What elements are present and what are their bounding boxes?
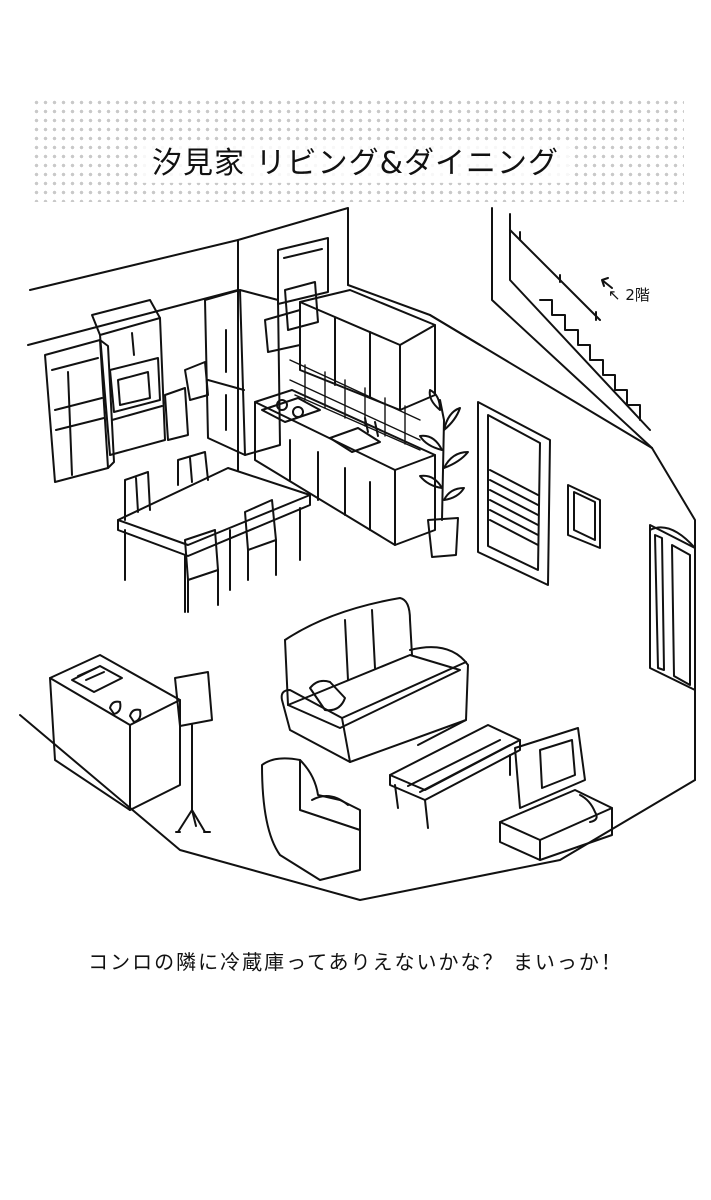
back-door [278, 238, 328, 304]
kitchen-island [50, 655, 180, 810]
china-cabinet [45, 300, 165, 482]
potted-plant [420, 390, 468, 557]
armchair [262, 758, 360, 880]
floor-lamp [175, 672, 212, 832]
staircase [492, 208, 652, 448]
backsplash-tiles [290, 360, 420, 450]
wall-picture [568, 485, 600, 548]
room-door [478, 402, 550, 585]
floor-label: ↖ 2階 [608, 286, 650, 304]
tv-set [500, 728, 612, 860]
refrigerator [165, 290, 280, 455]
caption-text: コンロの隣に冷蔵庫ってありえないかな？ まいっか！ [88, 950, 623, 974]
page-title: 汐見家 リビング&ダイニング [0, 138, 711, 183]
room-walls [20, 208, 695, 900]
kitchen-counter [255, 390, 435, 545]
dining-set [118, 452, 310, 612]
window-curtains [650, 525, 695, 690]
sofa [282, 598, 468, 762]
